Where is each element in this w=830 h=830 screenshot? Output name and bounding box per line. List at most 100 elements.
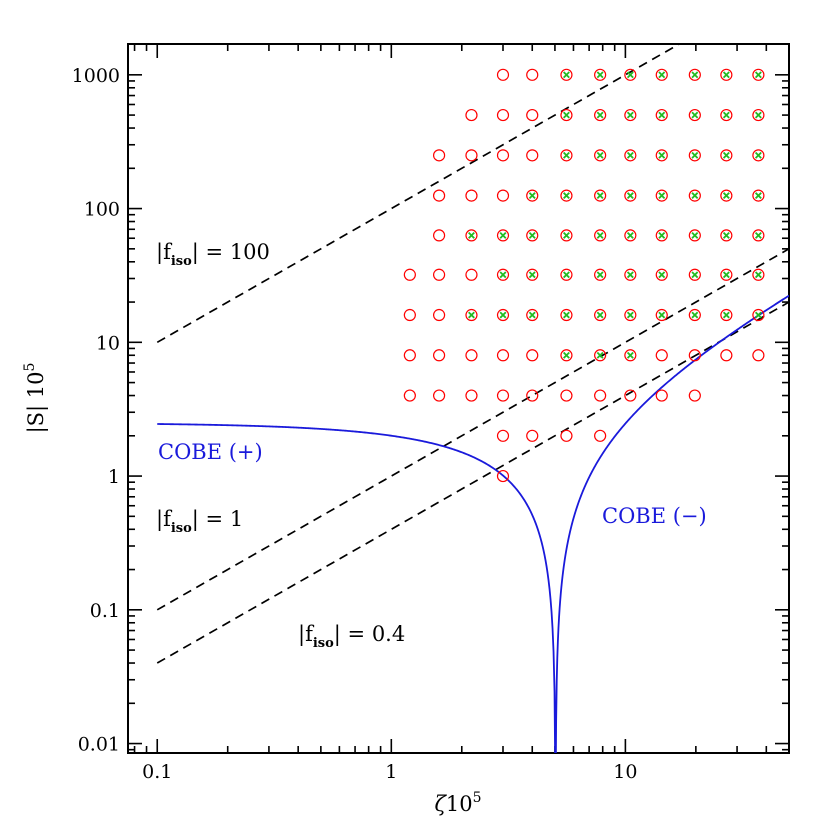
green-cross-point (596, 111, 604, 119)
red-circle-point (432, 349, 446, 362)
red-circle-point (403, 349, 416, 362)
annotation-fiso-100: |fiso| = 100 (156, 240, 270, 269)
data-points (403, 68, 765, 483)
red-circle-point (752, 268, 765, 281)
red-circle-point (688, 68, 701, 81)
red-circle-point (526, 68, 539, 81)
green-cross-point (626, 111, 634, 119)
red-circle-point (526, 429, 539, 442)
red-circle-point (720, 189, 733, 202)
green-cross-point (596, 151, 604, 159)
red-circle-point (432, 229, 446, 242)
green-cross-point (563, 111, 570, 119)
red-circle-point (720, 268, 733, 281)
red-circle-point (560, 268, 573, 281)
y-tick-label: 100 (84, 199, 120, 221)
red-circle-point (655, 389, 668, 402)
red-circle-point (688, 389, 701, 402)
red-circle-point (594, 68, 607, 81)
red-circle-point (624, 68, 637, 81)
x-tick-label: 10 (613, 761, 637, 783)
red-circle-point (752, 308, 765, 322)
red-circle-point (594, 189, 607, 202)
green-cross-point (691, 271, 699, 279)
dashed-line (156, 301, 789, 664)
red-circle-point (432, 268, 446, 281)
red-circle-point (624, 308, 637, 322)
green-cross-point (754, 151, 762, 159)
green-cross-point (691, 111, 699, 119)
axis-ticks (128, 44, 790, 753)
x-axis-title: ζ105 (434, 790, 481, 816)
red-circle-point (465, 389, 478, 402)
red-circle-point (688, 108, 701, 122)
green-cross-point (658, 151, 666, 159)
red-circle-point (624, 349, 637, 362)
green-cross-point (499, 231, 507, 239)
red-circle-point (752, 189, 765, 202)
red-circle-point (403, 308, 416, 322)
red-circle-point (720, 349, 733, 362)
green-cross-point (468, 231, 475, 239)
red-circle-point (655, 308, 668, 322)
green-cross-point (658, 192, 666, 200)
green-cross-point (722, 311, 730, 319)
red-circle-point (496, 469, 510, 483)
green-cross-point (563, 231, 570, 239)
red-circle-point (594, 389, 607, 402)
green-cross-point (626, 151, 634, 159)
annotation-fiso-1: |fiso| = 1 (156, 507, 243, 536)
red-circle-point (496, 349, 510, 362)
red-circle-point (526, 268, 539, 281)
red-circle-point (526, 349, 539, 362)
red-circle-point (465, 108, 478, 122)
red-circle-point (432, 189, 446, 202)
red-circle-point (432, 149, 446, 162)
green-cross-point (563, 151, 570, 159)
red-circle-point (403, 268, 416, 281)
green-cross-point (691, 231, 699, 239)
green-cross-point (691, 192, 699, 200)
red-circle-point (720, 149, 733, 162)
y-tick-label: 10 (96, 332, 120, 354)
red-circle-point (496, 189, 510, 202)
green-cross-point (658, 111, 666, 119)
y-tick-label: 0.1 (90, 600, 120, 622)
red-circle-point (496, 149, 510, 162)
green-cross-point (499, 271, 507, 279)
red-circle-point (688, 189, 701, 202)
cobe-minus-curve (554, 294, 789, 753)
red-circle-point (720, 68, 733, 81)
plot-frame (127, 43, 790, 754)
green-cross-point (658, 71, 666, 79)
red-circle-point (752, 349, 765, 362)
red-circle-point (594, 349, 607, 362)
green-cross-point (658, 311, 666, 319)
red-circle-point (496, 429, 510, 442)
green-cross-point (528, 192, 536, 200)
red-circle-point (496, 308, 510, 322)
red-circle-point (720, 229, 733, 242)
dashed-lines (156, 44, 789, 664)
red-circle-point (560, 349, 573, 362)
red-circle-point (720, 308, 733, 322)
red-circle-point (432, 308, 446, 322)
red-circle-point (594, 229, 607, 242)
green-cross-point (722, 192, 730, 200)
y-axis-title: |S| 105 (22, 363, 49, 434)
red-circle-point (560, 189, 573, 202)
green-cross-point (691, 71, 699, 79)
green-cross-point (658, 271, 666, 279)
green-cross-point (596, 351, 604, 359)
green-cross-point (596, 271, 604, 279)
red-circle-point (560, 108, 573, 122)
cobe-plus-curve (157, 423, 556, 753)
red-circle-point (688, 149, 701, 162)
red-circle-point (526, 189, 539, 202)
x-tick-label: 1 (385, 761, 397, 783)
red-circle-point (403, 389, 416, 402)
green-cross-point (754, 111, 762, 119)
green-cross-point (626, 71, 634, 79)
green-cross-point (563, 311, 570, 319)
